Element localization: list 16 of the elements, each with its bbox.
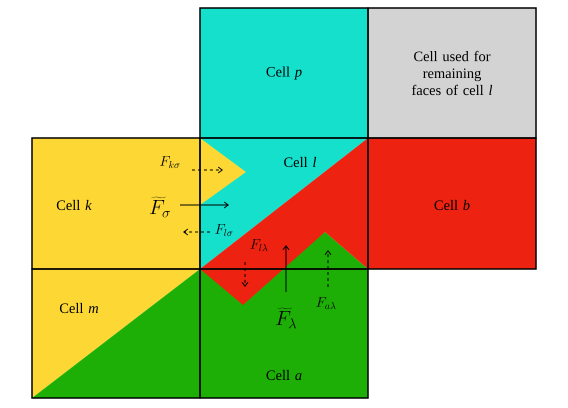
- arrow: [183, 228, 210, 236]
- arrow: [192, 166, 223, 174]
- arrow: [324, 250, 332, 288]
- edge-label: $F_{l\sigma}$: [215, 224, 232, 236]
- arrow: [282, 245, 290, 292]
- edge-label: $\widetilde{F}_{\sigma}$: [150, 196, 170, 218]
- cell-box: Cell p: [199, 7, 369, 139]
- cell-box: Cell m: [31, 268, 201, 399]
- arrow: [180, 202, 229, 208]
- edge-label: $F_{a\lambda}$: [316, 297, 336, 310]
- cell-box: Cell b: [367, 137, 537, 270]
- edge-label: $\widetilde{F}_{\lambda}$: [276, 308, 296, 328]
- cell-box: Cell used for remaining faces of cell l: [367, 7, 537, 139]
- arrow: [242, 262, 248, 287]
- edge-label: $F_{k\sigma}$: [160, 156, 180, 168]
- edge-label: $F_{l\lambda}$: [250, 239, 268, 252]
